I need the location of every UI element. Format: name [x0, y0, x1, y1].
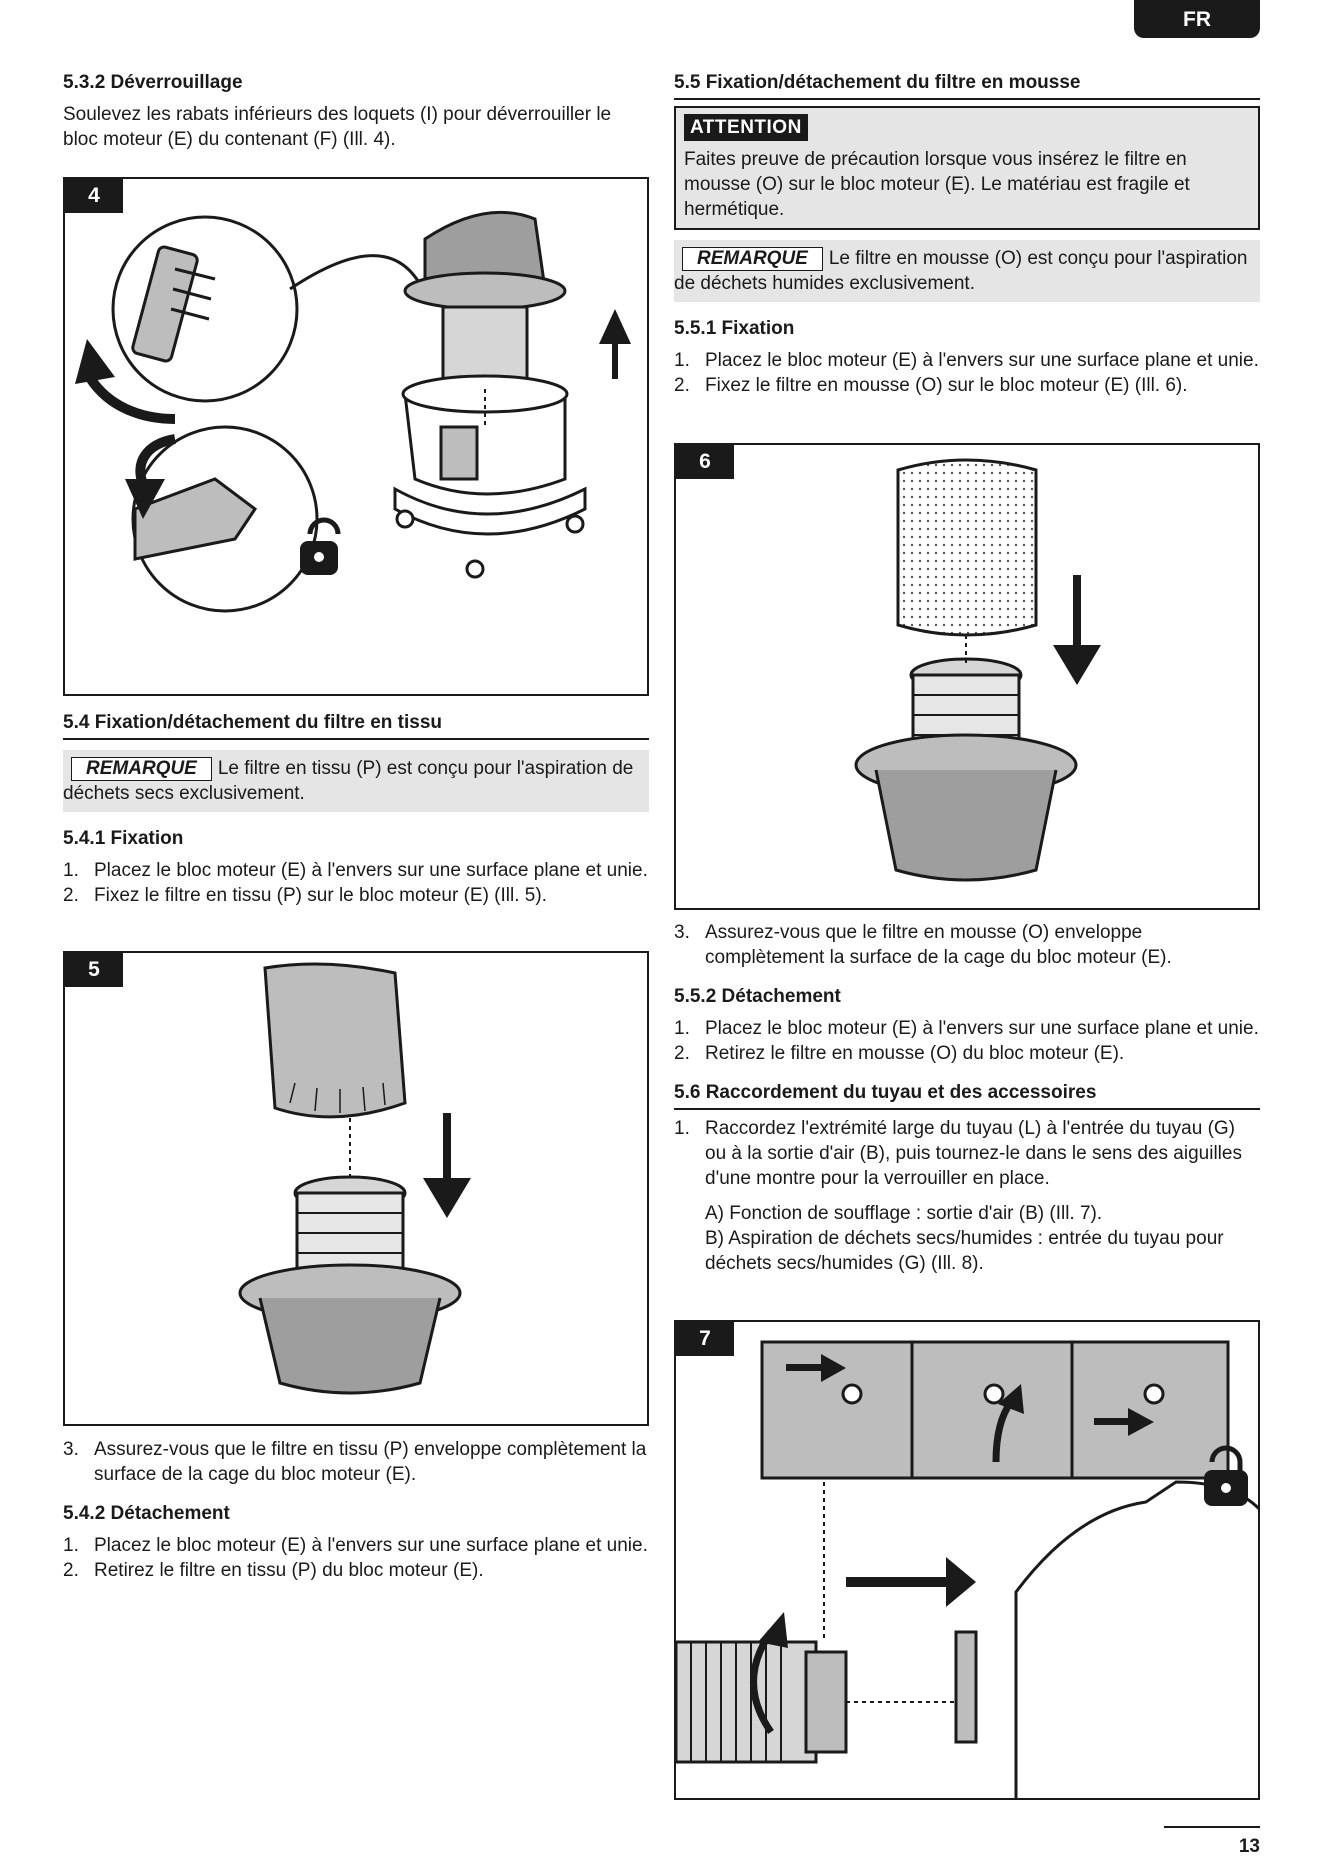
section-5-4-title: 5.4 Fixation/détachement du filtre en ti… — [63, 710, 649, 740]
section-5-3-2-title: 5.3.2 Déverrouillage — [63, 72, 243, 93]
figure-4-number: 4 — [65, 179, 123, 213]
section-5-6-steps: 1.Raccordez l'extrémité large du tuyau (… — [674, 1116, 1260, 1191]
list-item: 2.Fixez le filtre en mousse (O) sur le b… — [674, 375, 1188, 396]
list-item: 1.Raccordez l'extrémité large du tuyau (… — [674, 1118, 1242, 1189]
note-tag: REMARQUE — [682, 247, 823, 271]
figure-5-illustration — [238, 962, 471, 1395]
warning-text: Faites preuve de précaution lorsque vous… — [684, 149, 1190, 220]
note-text: Le filtre en tissu (P) est conçu pour l'… — [63, 758, 634, 804]
list-item: 2.Fixez le filtre en tissu (P) sur le bl… — [63, 885, 547, 906]
page-number: 13 — [1238, 1836, 1260, 1857]
section-5-4-2-steps: 1.Placez le bloc moteur (E) à l'envers s… — [63, 1533, 649, 1583]
list-item: 3.Assurez-vous que le filtre en tissu (P… — [63, 1439, 647, 1485]
unlock-icon — [300, 517, 341, 575]
section-5-3-2-text: Soulevez les rabats inférieurs des loque… — [63, 104, 612, 150]
figure-6-number: 6 — [676, 445, 734, 479]
note-text: Le filtre en mousse (O) est conçu pour l… — [674, 248, 1248, 294]
note-tag: REMARQUE — [71, 757, 212, 781]
list-item: 1.Placez le bloc moteur (E) à l'envers s… — [63, 860, 648, 881]
section-5-5: 5.5 Fixation/détachement du filtre en mo… — [674, 70, 1260, 398]
left-lower-text: 3.Assurez-vous que le filtre en tissu (P… — [63, 1437, 649, 1583]
language-tab: FR — [1134, 0, 1260, 38]
warning-tag: ATTENTION — [684, 114, 808, 141]
section-5-5-2-title: 5.5.2 Détachement — [674, 986, 841, 1007]
list-item: 1.Placez le bloc moteur (E) à l'envers s… — [63, 1535, 648, 1556]
figure-7-illustration — [676, 1340, 1258, 1798]
section-5-5-title: 5.5 Fixation/détachement du filtre en mo… — [674, 70, 1260, 100]
section-5-4-1-title: 5.4.1 Fixation — [63, 828, 184, 849]
sub-item-b: B) Aspiration de déchets secs/humides : … — [705, 1228, 1224, 1274]
sub-item-a: A) Fonction de soufflage : sortie d'air … — [705, 1203, 1103, 1224]
figure-7: 7 — [674, 1320, 1260, 1800]
section-5-5-1-title: 5.5.1 Fixation — [674, 318, 795, 339]
list-item: 1.Placez le bloc moteur (E) à l'envers s… — [674, 350, 1259, 371]
section-5-6-title: 5.6 Raccordement du tuyau et des accesso… — [674, 1080, 1260, 1110]
footer-rule — [1164, 1826, 1260, 1828]
list-item: 1.Placez le bloc moteur (E) à l'envers s… — [674, 1018, 1259, 1039]
left-column: 5.3.2 Déverrouillage Soulevez les rabats… — [63, 70, 649, 152]
figure-5-number: 5 — [65, 953, 123, 987]
section-5-5-1-steps: 1.Placez le bloc moteur (E) à l'envers s… — [674, 348, 1260, 398]
section-5-4: 5.4 Fixation/détachement du filtre en ti… — [63, 710, 649, 908]
figure-7-number: 7 — [676, 1322, 734, 1356]
section-5-4-2-title: 5.4.2 Détachement — [63, 1503, 230, 1524]
section-5-5-2-steps: 1.Placez le bloc moteur (E) à l'envers s… — [674, 1016, 1260, 1066]
warning-box: ATTENTION Faites preuve de précaution lo… — [674, 106, 1260, 230]
right-lower-text: 3.Assurez-vous que le filtre en mousse (… — [674, 920, 1260, 1276]
list-item: 2.Retirez le filtre en tissu (P) du bloc… — [63, 1560, 484, 1581]
list-item: 3.Assurez-vous que le filtre en mousse (… — [674, 922, 1172, 968]
figure-6-illustration — [854, 458, 1101, 882]
section-5-4-1-steps: 1.Placez le bloc moteur (E) à l'envers s… — [63, 858, 649, 908]
figure-6: 6 — [674, 443, 1260, 910]
lock-icon — [1204, 1445, 1248, 1506]
figure-4: 4 — [63, 177, 649, 696]
figure-5: 5 — [63, 951, 649, 1426]
figure-4-illustration — [75, 210, 631, 613]
list-item: 2.Retirez le filtre en mousse (O) du blo… — [674, 1043, 1125, 1064]
